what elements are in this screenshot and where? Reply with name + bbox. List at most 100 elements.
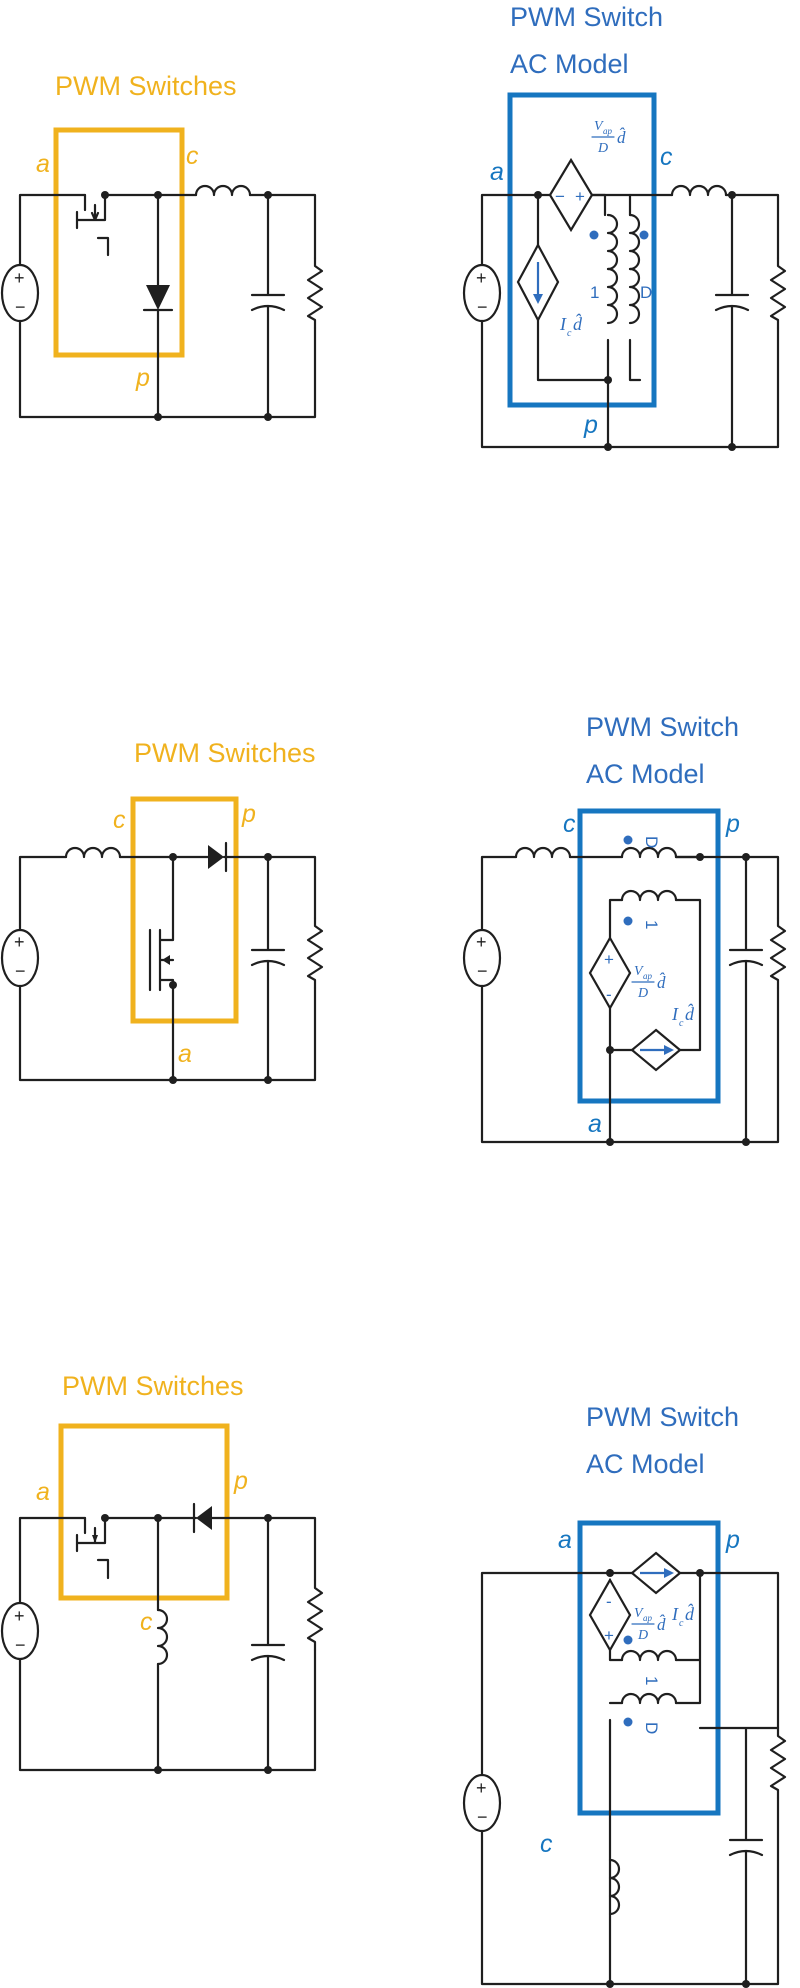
boost-resistor-icon (306, 916, 324, 990)
buckboost-diode-icon (196, 1506, 212, 1530)
svg-text:−: − (477, 961, 488, 981)
svg-text:+: + (604, 1626, 614, 1645)
svg-text:c: c (567, 328, 572, 339)
svg-text:ap: ap (643, 1613, 653, 1623)
buckboost-model-inductor-icon (608, 1858, 621, 1916)
buckboost-switch-box (58, 1423, 230, 1601)
buck-model-box (507, 92, 657, 408)
svg-text:−: − (15, 961, 26, 981)
svg-text:−: − (477, 297, 488, 317)
svg-text:−: − (15, 297, 26, 317)
svg-text:-: - (606, 985, 612, 1004)
buckboost-model-box (577, 1520, 721, 1816)
buck-switches-title: PWM Switches (55, 71, 237, 101)
boost-model-title-2: AC Model (586, 759, 705, 789)
buckboost-switches-title: PWM Switches (62, 1371, 244, 1401)
svg-text:+: + (14, 932, 25, 952)
svg-text:+: + (575, 187, 585, 206)
svg-text:−: − (555, 187, 565, 206)
svg-text:D: D (642, 836, 661, 848)
boost-diode-icon (208, 845, 224, 869)
buck-diode-icon (146, 285, 170, 310)
svg-text:+: + (476, 1778, 487, 1798)
boost-switch-box (130, 796, 239, 1024)
buck-model-terminal-c: c (660, 143, 673, 171)
buck-switch-box (53, 127, 185, 358)
svg-text:I: I (559, 314, 567, 334)
buckboost-voltage-source-icon (588, 1577, 632, 1653)
svg-text:+: + (476, 932, 487, 952)
buck-source-icon (0, 263, 40, 323)
boost-switch-circuit: PWM Switches c p a + − (0, 738, 324, 1084)
boost-model-box (577, 808, 721, 1104)
svg-text:V: V (634, 964, 644, 979)
svg-text:D: D (637, 1628, 648, 1643)
buckboost-inductor-icon (156, 1608, 169, 1666)
svg-text:D: D (597, 141, 608, 156)
svg-text:d̂: d̂ (573, 313, 583, 334)
buck-terminal-a: a (36, 150, 50, 178)
svg-text:d̂: d̂ (657, 973, 666, 992)
buckboost-resistor-icon (306, 1578, 324, 1652)
svg-text:+: + (476, 268, 487, 288)
buck-model-title-1: PWM Switch (510, 2, 663, 32)
buck-terminal-c: c (186, 142, 199, 170)
boost-source-icon (0, 928, 40, 988)
buck-switch-circuit: PWM Switches a c p + − (0, 71, 324, 421)
boost-model-title-1: PWM Switch (586, 712, 739, 742)
svg-text:V: V (594, 119, 604, 134)
buckboost-model-title-2: AC Model (586, 1449, 705, 1479)
buckboost-switch-circuit: PWM Switches a p c + − (0, 1371, 324, 1774)
svg-text:1: 1 (590, 283, 599, 302)
buck-model-terminal-p: p (583, 411, 598, 439)
boost-model-source-icon (462, 928, 502, 988)
svg-text:1: 1 (642, 1676, 661, 1685)
boost-terminal-p: p (241, 800, 256, 828)
svg-text:1: 1 (642, 920, 661, 929)
buck-ac-model-circuit: PWM Switch AC Model a c p − + 1 D V ap D… (462, 2, 787, 451)
buckboost-ac-model-circuit: PWM Switch AC Model a p c - + 1 D V ap D… (462, 1402, 787, 1988)
svg-text:I: I (671, 1604, 679, 1624)
buck-model-terminal-a: a (490, 158, 504, 186)
boost-ac-model-circuit: PWM Switch AC Model c p a D 1 + - V ap D… (462, 712, 787, 1146)
svg-text:c: c (679, 1018, 684, 1029)
svg-text:-: - (606, 1592, 612, 1611)
buckboost-model-terminal-a: a (558, 1526, 572, 1554)
buckboost-terminal-p: p (233, 1467, 248, 1495)
boost-model-terminal-a: a (588, 1110, 602, 1138)
boost-model-terminal-c: c (563, 810, 576, 838)
svg-text:D: D (637, 986, 648, 1001)
svg-text:ap: ap (603, 126, 613, 136)
svg-text:d̂: d̂ (657, 1615, 666, 1634)
svg-text:I: I (671, 1004, 679, 1024)
boost-model-terminal-p: p (725, 810, 740, 838)
boost-mosfet-icon (148, 855, 175, 1082)
svg-text:−: − (477, 1807, 488, 1827)
buckboost-mosfet-icon (75, 1516, 110, 1580)
svg-text:V: V (634, 1606, 644, 1621)
buckboost-model-terminal-c: c (540, 1830, 553, 1858)
buckboost-model-title-1: PWM Switch (586, 1402, 739, 1432)
boost-voltage-source-icon (588, 935, 632, 1011)
buckboost-terminal-a: a (36, 1478, 50, 1506)
svg-text:D: D (640, 283, 652, 302)
svg-text:+: + (14, 268, 25, 288)
svg-text:D: D (642, 1722, 661, 1734)
buckboost-model-source-icon (462, 1773, 502, 1833)
svg-text:c: c (679, 1618, 684, 1629)
boost-switches-title: PWM Switches (134, 738, 316, 768)
svg-text:+: + (14, 1606, 25, 1626)
svg-text:d̂: d̂ (685, 1003, 695, 1024)
buckboost-source-icon (0, 1601, 40, 1661)
boost-terminal-a: a (178, 1040, 192, 1068)
svg-text:d̂: d̂ (685, 1603, 695, 1624)
boost-terminal-c: c (113, 806, 126, 834)
buck-capacitor-icon (250, 193, 286, 419)
svg-text:d̂: d̂ (617, 128, 626, 147)
buck-voltage-source-icon (548, 157, 594, 233)
svg-text:ap: ap (643, 971, 653, 981)
buck-resistor-icon (306, 256, 324, 330)
buck-mosfet-icon (75, 193, 110, 257)
buck-terminal-p: p (135, 364, 150, 392)
